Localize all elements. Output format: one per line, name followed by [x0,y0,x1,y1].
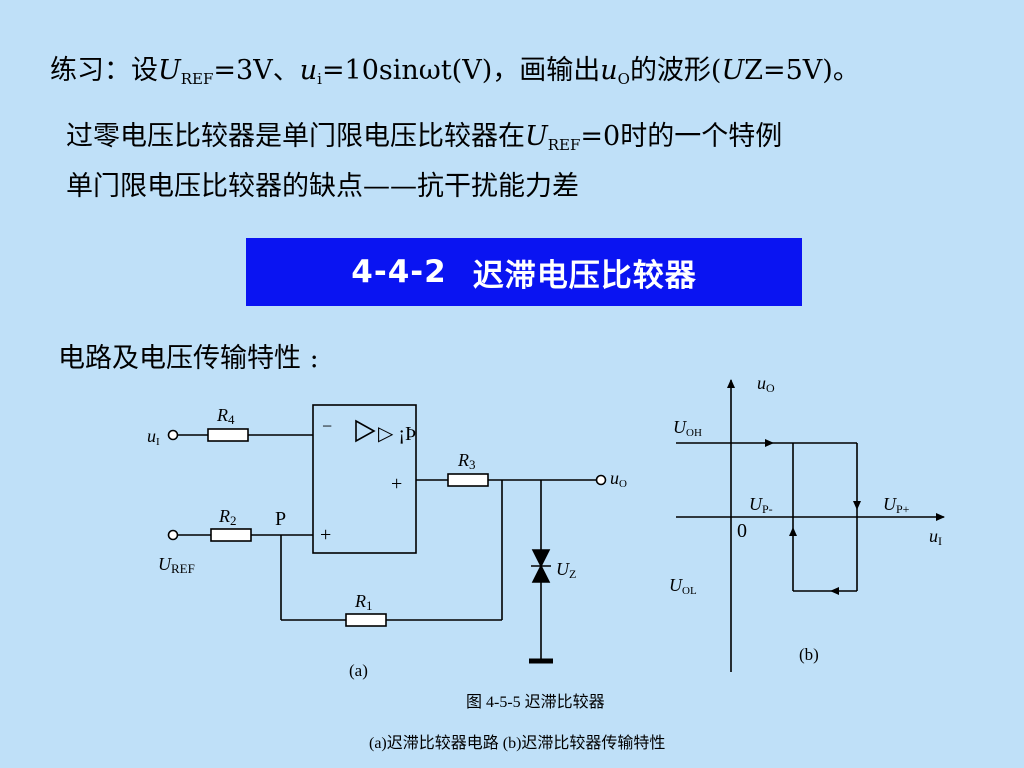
figure-title: 图 4-5-5 迟滞比较器 [466,694,605,711]
uol-label: UOL [669,575,697,597]
r4-label: R4 [216,405,235,427]
opamp-box [312,404,417,554]
resistor-r2 [210,528,252,542]
up-plus-label: UP+ [883,494,910,516]
uref-terminal [167,529,179,541]
resistor-r4 [207,428,249,442]
output-plus: + [391,473,402,495]
ui-label: uI [147,426,160,448]
circuit-labels: uI R4 R2 P UREF − ▷ ¡Þ + + R3 uO UZ R1 (… [147,405,627,680]
section-title: 迟滞电压比较器 [472,257,697,294]
r3-label: R3 [457,450,476,472]
x-axis-label: uI [929,526,942,548]
caption-b: (b) [799,645,819,664]
opamp-mark: ▷ ¡Þ [378,423,416,445]
uz-label: UZ [556,559,576,581]
circuit-diagram [167,404,607,664]
section-banner: 4-4-2 迟滞电压比较器 [246,238,802,306]
ui-terminal [167,429,179,441]
up-minus-label: UP- [749,494,773,516]
opamp-plus: + [320,524,331,546]
node-p-label: P [275,508,286,530]
transfer-labels: uO uI UOH UOL UP- UP+ 0 (b) [669,373,942,664]
uoh-label: UOH [673,417,702,439]
zero-cross-line: 过零电压比较器是单门限电压比较器在UREF=0时的一个特例 [66,121,783,154]
r1-label: R1 [354,591,373,613]
drawback-line: 单门限电压比较器的缺点——抗干扰能力差 [66,171,579,202]
origin-label: 0 [737,520,747,542]
r2-label: R2 [218,506,237,528]
caption-a: (a) [349,661,368,680]
transfer-characteristic [676,379,945,672]
opamp-minus: − [322,416,332,436]
uo-terminal [595,474,607,486]
uo-label: uO [610,468,627,490]
resistor-r3 [447,473,489,487]
uref-label: UREF [158,554,195,576]
section-label: 电路及电压传输特性 : [58,343,319,374]
section-number: 4-4-2 [351,254,447,290]
exercise-line: 练习：设UREF=3V、ui=10sinωt(V)，画输出uO的波形(UZ=5V… [50,55,860,88]
resistor-r1 [345,613,387,627]
figure-subtitle: (a)迟滞比较器电路 (b)迟滞比较器传输特性 [369,735,666,752]
y-axis-label: uO [757,373,775,395]
